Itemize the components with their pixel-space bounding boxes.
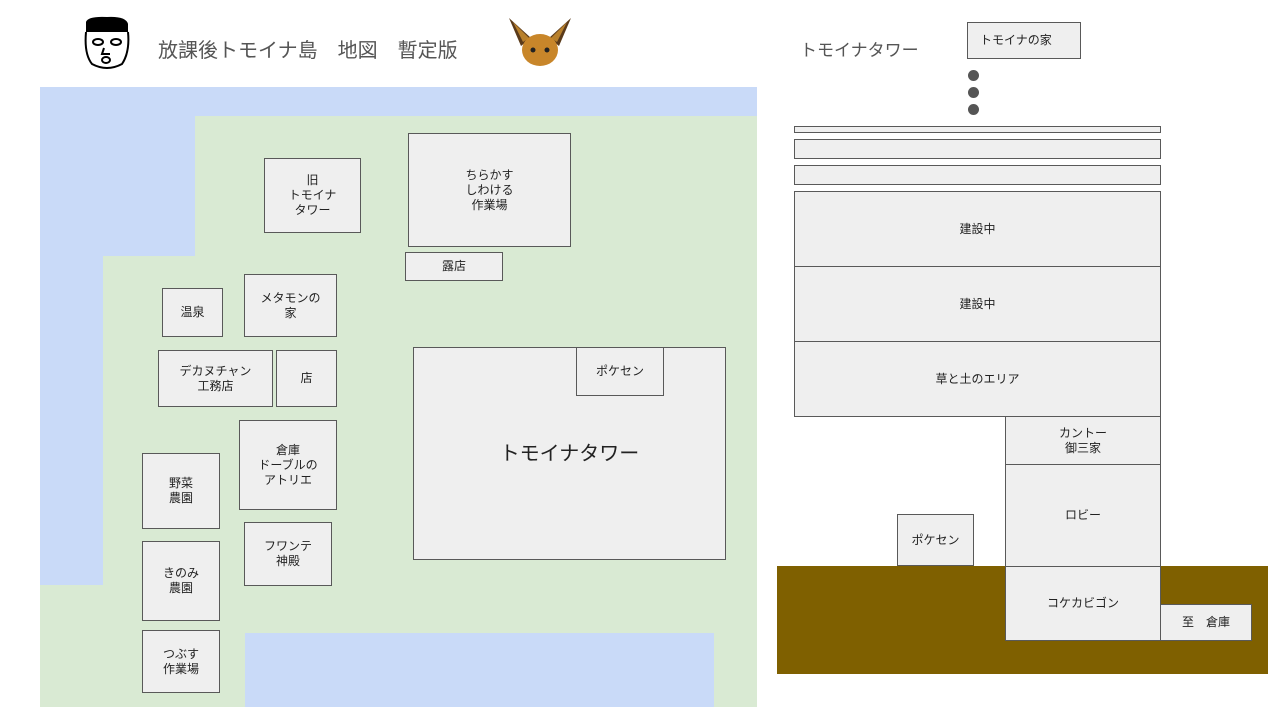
kokekabigon-box: コケカビゴン [1005,566,1161,641]
floor-slab [794,139,1161,159]
onsen-box: 温泉 [162,288,223,337]
warehouse-box: 倉庫 ドーブルの アトリエ [239,420,337,510]
bay-water [245,633,714,707]
tomoina-home-box: トモイナの家 [967,22,1081,59]
pokecen-box: ポケセン [576,347,664,396]
fuwante-shrine-box: フワンテ 神殿 [244,522,332,586]
tower-pokecen-box: ポケセン [897,514,974,566]
stall-box: 露店 [405,252,503,281]
dekanuchan-box: デカヌチャン 工務店 [158,350,273,407]
old-tower-box: 旧 トモイナ タワー [264,158,361,233]
berry-farm-box: きのみ 農園 [142,541,220,621]
floor-grass-soil: 草と土のエリア [794,341,1161,417]
floor-slab [794,165,1161,185]
floor-under-construction: 建設中 [794,191,1161,267]
tomoina-tower-box: トモイナタワー [413,347,726,560]
lobby-box: ロビー [1005,464,1161,567]
face-drawing-icon [84,16,130,69]
shop-box: 店 [276,350,337,407]
kanto-starters-box: カントー 御三家 [1005,416,1161,465]
workshop-box: ちらかす しわける 作業場 [408,133,571,247]
vegetable-farm-box: 野菜 農園 [142,453,220,529]
tower-title: トモイナタワー [800,41,919,61]
crush-workshop-box: つぶす 作業場 [142,630,220,693]
ellipsis-dot-icon [968,70,979,81]
floor-slab [794,126,1161,133]
eevee-icon [509,18,571,66]
metamon-house-box: メタモンの 家 [244,274,337,337]
ellipsis-dot-icon [968,87,979,98]
ellipsis-dot-icon [968,104,979,115]
page-title: 放課後トモイナ島 地図 暫定版 [158,38,458,62]
to-warehouse-box: 至 倉庫 [1160,604,1252,641]
floor-under-construction: 建設中 [794,266,1161,342]
